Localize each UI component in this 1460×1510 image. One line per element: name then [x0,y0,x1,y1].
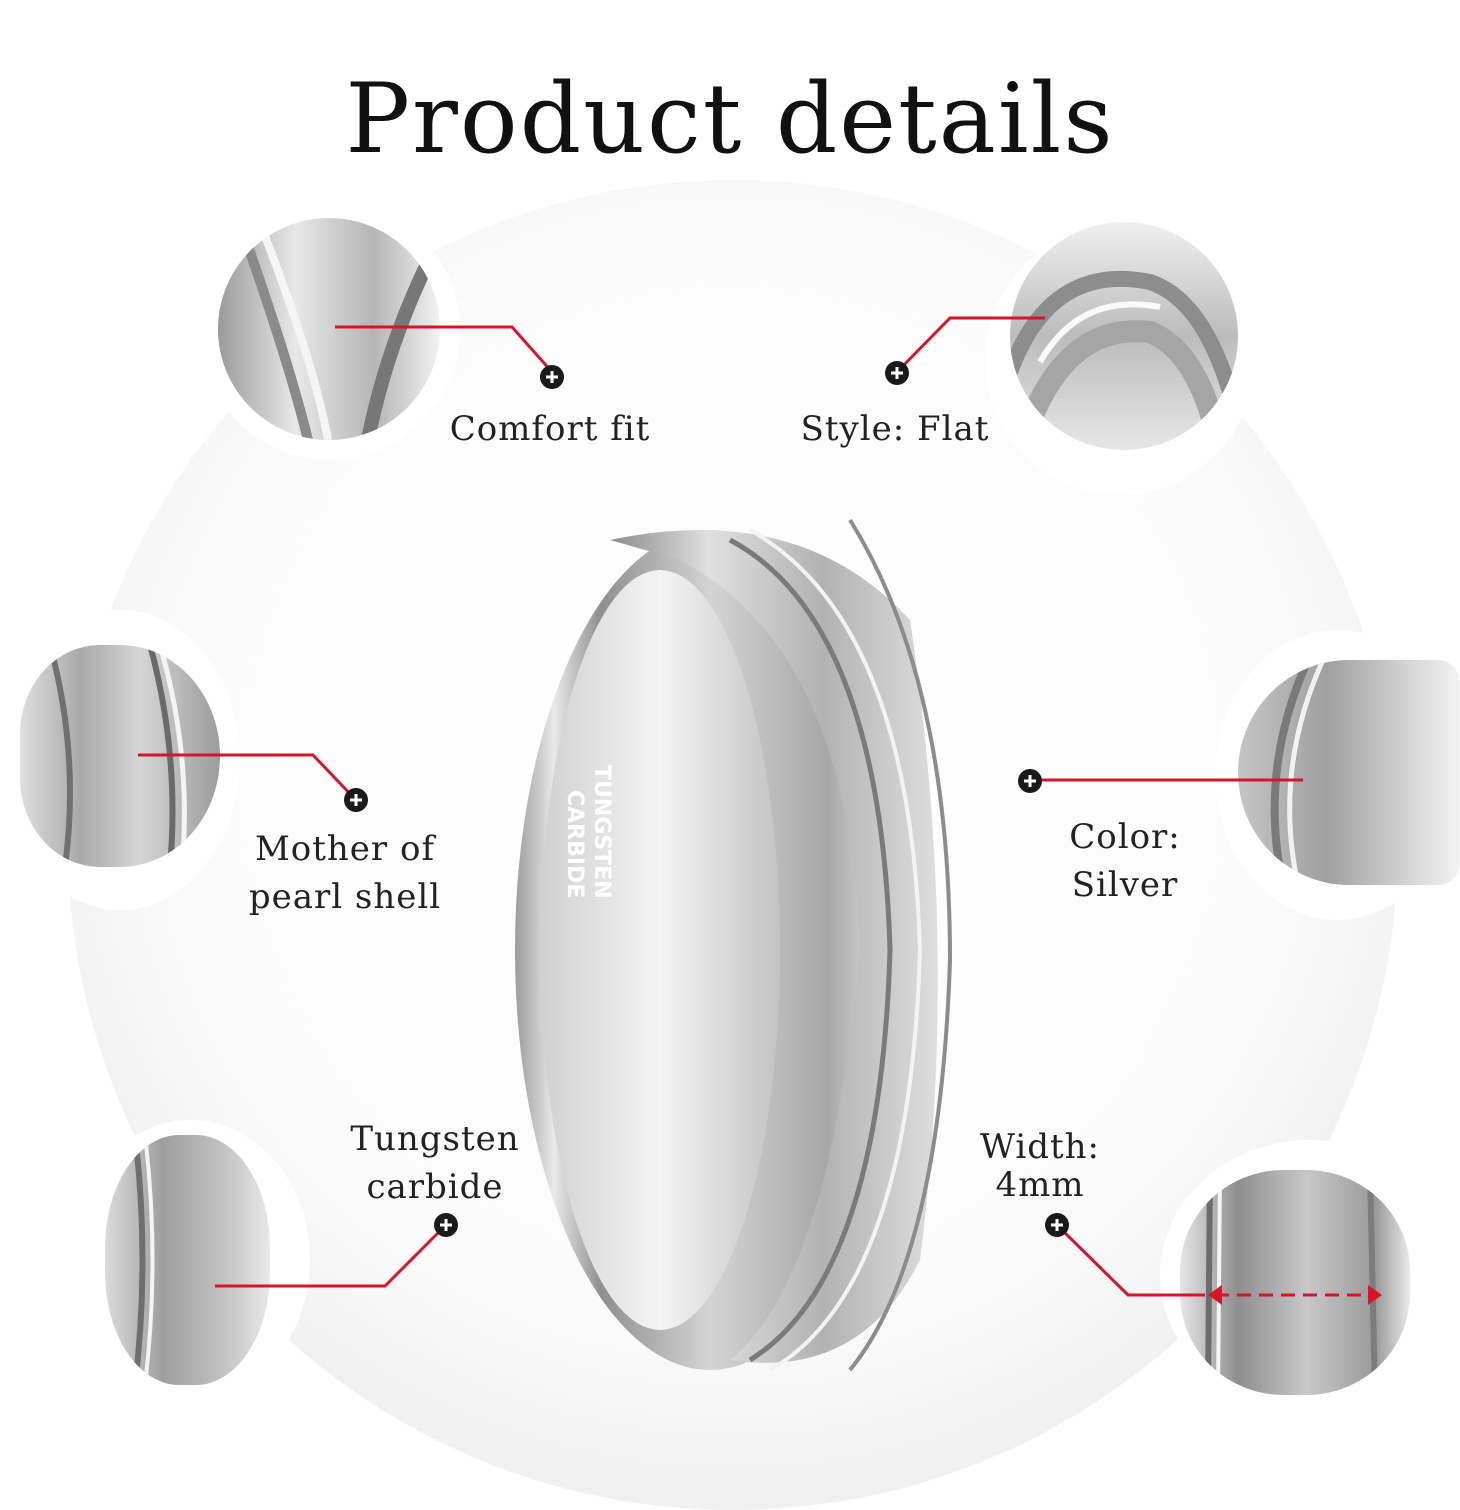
width-label: Width: 4mm [979,1127,1100,1205]
width-thumbnail [1180,1170,1410,1395]
style-flat-thumbnail [1010,222,1238,450]
width-arrow-icon [1208,1285,1382,1305]
plus-marker-icon [344,361,1069,1237]
tungsten-carbide-label: Tungsten carbide [350,1119,520,1207]
style-label: Style: Flat [800,409,990,449]
page-title: Product details [345,63,1115,176]
comfort-fit-label: Comfort fit [449,409,651,449]
color-label: Color: Silver [1069,817,1181,905]
color-silver-thumbnail [1238,660,1460,885]
mother-of-pearl-label: Mother of pearl shell [248,829,442,917]
callout-lines [138,316,1382,1305]
tungsten-carbide-thumbnail [105,1135,270,1385]
ring-engraving-line2: CARBIDE [562,790,587,898]
comfort-fit-thumbnail [218,218,440,440]
ring-image: TUNGSTEN CARBIDE [515,518,953,1372]
ring-engraving-line1: TUNGSTEN [589,765,614,899]
